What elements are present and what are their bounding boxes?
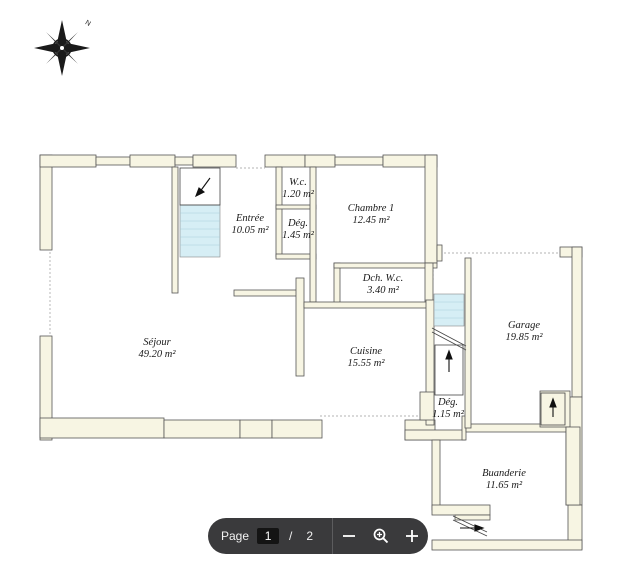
room-name: Dég.	[287, 218, 309, 229]
room-name: W.c.	[289, 177, 307, 188]
plus-icon	[406, 530, 419, 542]
page-toolbar: Page / 2	[208, 518, 428, 554]
room-name: Chambre 1	[347, 203, 395, 214]
room-name: Séjour	[143, 337, 171, 348]
magnifier-icon	[373, 528, 388, 544]
toolbar-divider	[332, 518, 334, 554]
zoom-fit-button[interactable]	[365, 518, 397, 554]
room-area: 12.45 m²	[352, 215, 390, 226]
room-area: 1.45 m²	[282, 230, 314, 241]
room-name: Dch. W.c.	[362, 273, 404, 284]
room-label-sejour: Séjour 49.20 m²	[122, 337, 192, 361]
room-label-deg-2: Dég. 1.15 m²	[426, 397, 470, 421]
compass-rose-icon: N	[34, 19, 92, 76]
room-area: 15.55 m²	[347, 358, 385, 369]
room-name: Dég.	[437, 397, 459, 408]
page-separator: /	[289, 529, 293, 543]
zoom-out-button[interactable]	[333, 518, 365, 554]
room-area: 19.85 m²	[505, 332, 543, 343]
page-number-input[interactable]	[257, 528, 280, 544]
room-area: 49.20 m²	[138, 349, 176, 360]
total-pages: 2	[306, 529, 314, 543]
room-label-dch-wc: Dch. W.c. 3.40 m²	[346, 273, 420, 297]
room-label-deg-1: Dég. 1.45 m²	[279, 218, 317, 242]
room-area: 10.05 m²	[231, 225, 269, 236]
room-area: 1.20 m²	[282, 189, 314, 200]
room-name: Buanderie	[482, 468, 526, 479]
room-area: 3.40 m²	[367, 285, 399, 296]
room-label-buanderie: Buanderie 11.65 m²	[466, 468, 542, 492]
room-area: 11.65 m²	[485, 480, 523, 491]
compass-north-label: N	[84, 19, 92, 28]
page-label: Page	[221, 529, 250, 543]
zoom-in-button[interactable]	[396, 518, 428, 554]
room-label-wc: W.c. 1.20 m²	[281, 177, 315, 201]
room-name: Entrée	[236, 213, 264, 224]
room-name: Garage	[507, 320, 541, 331]
room-name: Cuisine	[349, 346, 383, 357]
minus-icon	[342, 535, 355, 537]
room-area: 1.15 m²	[432, 409, 464, 420]
room-label-cuisine: Cuisine 15.55 m²	[332, 346, 400, 370]
room-label-entree: Entrée 10.05 m²	[218, 213, 282, 237]
room-label-garage: Garage 19.85 m²	[488, 320, 560, 344]
room-label-chambre: Chambre 1 12.45 m²	[336, 203, 406, 227]
